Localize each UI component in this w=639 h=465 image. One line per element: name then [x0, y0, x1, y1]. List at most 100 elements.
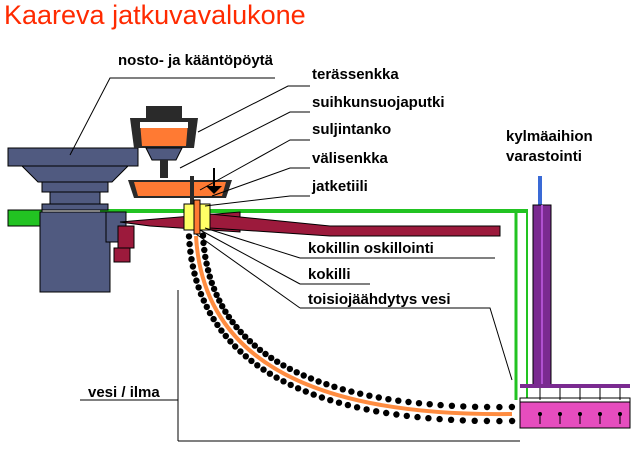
- strand-roller: [206, 273, 213, 280]
- strand-roller: [218, 327, 225, 334]
- strand-roller: [232, 343, 239, 350]
- strand-roller: [251, 342, 258, 349]
- strand-roller: [225, 313, 233, 321]
- label-oscillation: kokillin oskillointi: [308, 240, 434, 257]
- strand-roller: [287, 381, 294, 389]
- strand-roller: [199, 232, 207, 239]
- strand-roller: [363, 406, 370, 413]
- strand-roller: [447, 416, 455, 423]
- strand-roller: [227, 338, 234, 345]
- strand-roller: [471, 417, 478, 424]
- strand-roller: [203, 303, 210, 311]
- strand-roller: [268, 354, 275, 362]
- strand-roller: [210, 285, 218, 293]
- strand-roller: [256, 346, 264, 354]
- strand-roller: [496, 417, 503, 425]
- strand-roller: [315, 378, 322, 385]
- strand-roller: [327, 397, 334, 404]
- strand-roller: [415, 400, 423, 407]
- strand-roller: [266, 370, 274, 377]
- strand-roller: [193, 277, 200, 284]
- label-mould: kokilli: [308, 266, 351, 283]
- strand-roller: [426, 401, 433, 408]
- strand-roller: [185, 233, 193, 240]
- strand-roller: [280, 378, 287, 385]
- strand-roller: [307, 375, 315, 382]
- strand-roller: [373, 408, 380, 415]
- strand-roller: [310, 391, 317, 398]
- strand-roller: [471, 403, 479, 410]
- strand-roller: [508, 403, 516, 411]
- strand-roller: [403, 412, 410, 420]
- strand-roller: [395, 397, 402, 404]
- strand-roller: [210, 315, 217, 323]
- strand-roller: [339, 386, 346, 393]
- strand-roller: [200, 297, 207, 304]
- strand-roller: [385, 396, 392, 403]
- strand-roller: [425, 415, 432, 422]
- strand-roller: [436, 415, 443, 423]
- strand-roller: [206, 309, 214, 317]
- strand-roller: [254, 362, 261, 369]
- strand-roller: [293, 369, 300, 376]
- label-water-air: vesi / ilma: [88, 384, 160, 401]
- strand-roller: [273, 374, 280, 381]
- strand-roller: [233, 323, 240, 331]
- strand-roller: [460, 403, 467, 410]
- strand-roller: [318, 394, 326, 401]
- strand-roller: [195, 284, 202, 291]
- strand-rollers: [185, 232, 516, 425]
- label-cold-storage-1: kylmäaihion: [506, 128, 593, 145]
- strand-roller: [229, 318, 236, 326]
- strand-roller: [437, 401, 444, 409]
- label-secondary-cooling: toisiojäähdytys vesi: [308, 291, 451, 308]
- strand-roller: [203, 260, 210, 267]
- label-stopper: suljintanko: [312, 121, 392, 138]
- label-ladle: terässenkka: [312, 66, 399, 83]
- strand-roller: [246, 338, 254, 345]
- strand-roller: [323, 381, 330, 388]
- strand-roller: [187, 248, 194, 255]
- strand-roller: [197, 290, 205, 298]
- strand-roller: [383, 409, 390, 417]
- strand-roller: [459, 417, 466, 424]
- strand-roller: [357, 390, 364, 397]
- strand-roller: [496, 403, 503, 411]
- label-shroud: suihkunsuojaputki: [312, 94, 445, 111]
- strand-roller: [448, 402, 456, 409]
- strand-roller: [189, 263, 197, 270]
- strand-roller: [393, 411, 400, 418]
- mould: [183, 199, 211, 235]
- ladle: [130, 106, 198, 178]
- strand-roller: [366, 392, 373, 399]
- strand-roller: [335, 399, 343, 406]
- strand-roller: [262, 350, 269, 358]
- oscillation-arm: [113, 211, 501, 263]
- strand-roller: [191, 270, 198, 277]
- strand-roller: [274, 358, 281, 365]
- strand-roller: [242, 353, 249, 360]
- platform: [7, 209, 528, 400]
- strand-roller: [242, 333, 249, 340]
- strand-roller: [294, 385, 302, 392]
- label-sen: jatketiili: [312, 178, 368, 195]
- strand-roller: [204, 267, 212, 274]
- strand-roller: [188, 256, 195, 263]
- strand-roller: [375, 394, 382, 401]
- strand-roller: [200, 239, 207, 247]
- strand-roller: [222, 332, 229, 340]
- leader-lines: [69, 77, 513, 401]
- tundish: [128, 168, 232, 206]
- strand-roller: [286, 365, 294, 373]
- strand-roller: [219, 303, 226, 310]
- label-cold-storage-2: varastointi: [506, 148, 582, 165]
- strand-roller: [348, 388, 355, 395]
- strand-roller: [483, 417, 491, 425]
- strand-roller: [201, 246, 208, 254]
- strand-core: [194, 235, 513, 417]
- strand-roller: [302, 388, 309, 395]
- strand-roller: [222, 308, 229, 315]
- strand-roller: [208, 279, 215, 287]
- strand-roller: [248, 357, 255, 365]
- label-turret: nosto- ja kääntöpöytä: [118, 52, 274, 69]
